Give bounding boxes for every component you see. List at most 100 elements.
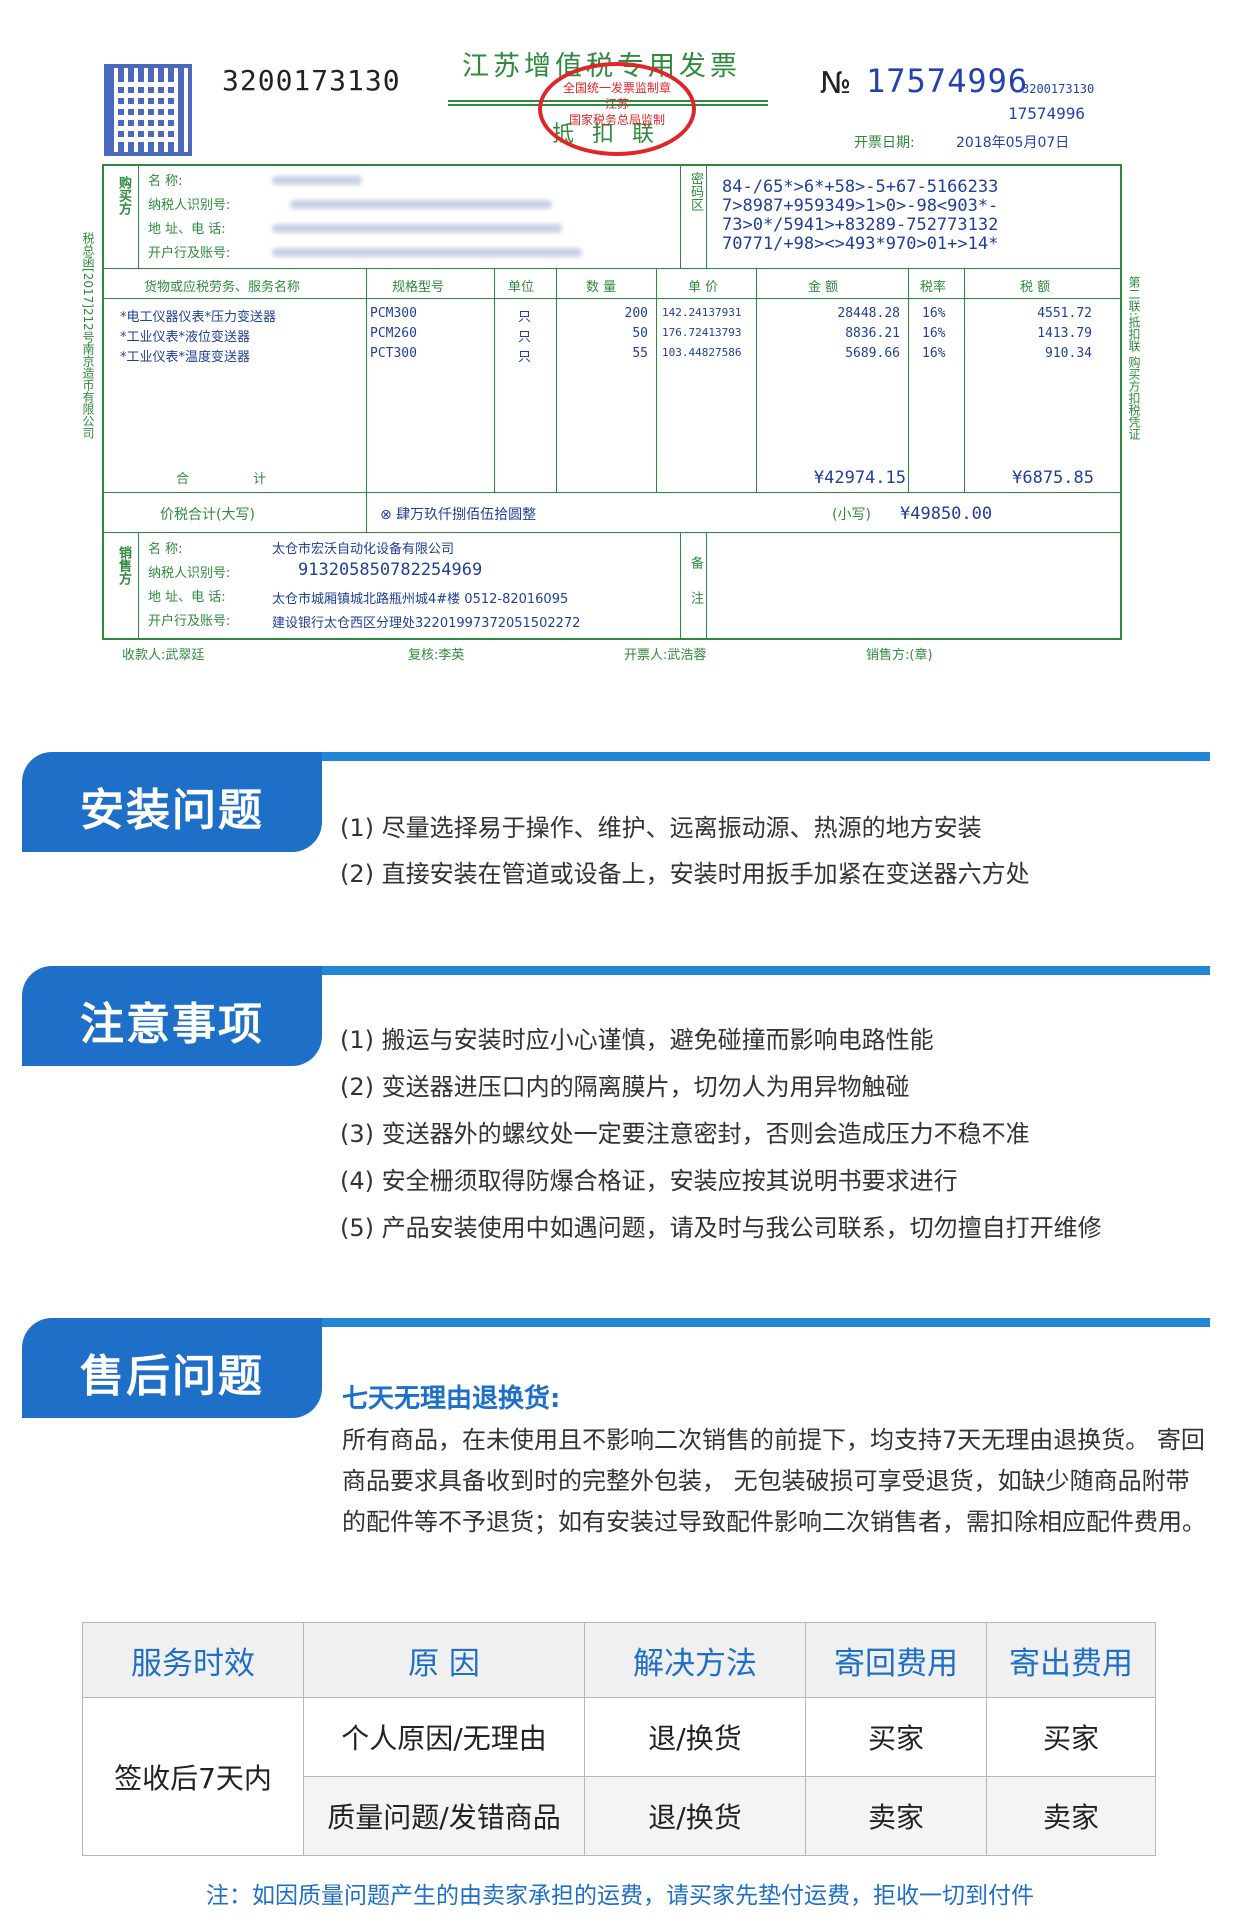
date-label: 开票日期:: [854, 135, 915, 151]
caution-item: (4) 安全栅须取得防爆合格证，安装应按其说明书要求进行: [340, 1167, 958, 1195]
grid-line: [908, 268, 909, 492]
item-unit: 只: [518, 350, 532, 365]
footer-note: 注：如因质量问题产生的由卖家承担的运费，请买家先垫付运费，拒收一切到付件: [206, 1883, 1034, 1909]
buyer-field-address: 地 址、电 话:: [148, 222, 226, 237]
invoice-code-small: 3200173130: [1022, 82, 1095, 96]
install-header-bar: [318, 752, 1210, 761]
seller-sign: 销售方:(章): [866, 648, 933, 663]
grid-line: [102, 532, 1122, 533]
grid-line: [366, 268, 367, 532]
aftersale-header-bar: [318, 1318, 1210, 1327]
cipher-area: 84-/65*>6*+58>-5+67-5166233 7>8987+95934…: [722, 177, 999, 254]
install-title: 安装问题: [80, 785, 264, 836]
caution-title: 注意事项: [80, 999, 264, 1050]
table-header-row: 服务时效 原 因 解决方法 寄回费用 寄出费用: [82, 1622, 1156, 1698]
aftersale-subtitle: 七天无理由退换货:: [342, 1384, 561, 1414]
payee: 收款人:武翠廷: [122, 648, 205, 663]
caution-header-bar: [318, 966, 1210, 975]
sum-label: 价税合计(大写): [160, 507, 255, 523]
cipher-label: 密码区: [688, 172, 703, 211]
date-value: 2018年05月07日: [956, 135, 1070, 151]
seller-field-taxid: 纳税人识别号:: [148, 566, 231, 581]
table-cell: 卖家: [986, 1776, 1156, 1856]
col-header-qty: 数 量: [586, 280, 617, 295]
service-table: 服务时效 原 因 解决方法 寄回费用 寄出费用 签收后7天内 个人原因/无理由 …: [82, 1622, 1156, 1856]
table-header-cell: 原 因: [303, 1622, 585, 1698]
table-header-cell: 寄出费用: [986, 1622, 1156, 1698]
table-cell: 卖家: [805, 1776, 987, 1856]
seller-field-address: 地 址、电 话:: [148, 590, 226, 605]
item-tax: 4551.72: [1037, 306, 1092, 321]
grid-line: [102, 268, 1122, 269]
grid-line: [556, 268, 557, 492]
grid-line: [756, 268, 757, 492]
item-rate: 16%: [922, 346, 946, 361]
invoice-number-small: 17574996: [1008, 104, 1086, 123]
qr-code-icon: [104, 64, 192, 156]
item-rate: 16%: [922, 326, 946, 341]
seller-field-bank: 开户行及账号:: [148, 614, 231, 629]
aftersale-title-tab: 售后问题: [22, 1318, 322, 1418]
left-side-text: 税总函[2017]212号南京造币有限公司: [81, 232, 95, 439]
grid-line: [964, 268, 965, 492]
invoice-number: 17574996: [866, 62, 1029, 100]
item-name: *工业仪表*温度变送器: [120, 350, 251, 365]
table-cell: 买家: [805, 1697, 987, 1777]
red-seal-stamp: 全国统一发票监制章 江苏 国家税务总局监制: [538, 62, 696, 156]
install-item: (2) 直接安装在管道或设备上，安装时用扳手加紧在变送器六方处: [340, 860, 1030, 888]
caution-item: (1) 搬运与安装时应小心谨慎，避免碰撞而影响电路性能: [340, 1026, 934, 1054]
item-tax: 910.34: [1045, 346, 1092, 361]
col-header-amount: 金 额: [808, 280, 839, 295]
item-price: 176.72413793: [662, 326, 742, 339]
caution-title-tab: 注意事项: [22, 966, 322, 1066]
item-qty: 50: [632, 326, 648, 341]
blurred-buyer-name: [272, 176, 362, 185]
seller-label: 销售方: [116, 546, 131, 585]
item-name: *工业仪表*液位变送器: [120, 330, 251, 345]
buyer-label: 购买方: [116, 176, 131, 215]
grid-line: [680, 164, 681, 268]
table-cell-period: 签收后7天内: [82, 1697, 304, 1856]
col-header-unit: 单位: [508, 280, 535, 295]
buyer-field-name: 名 称:: [148, 174, 183, 189]
item-tax: 1413.79: [1037, 326, 1092, 341]
sum-small: ¥49850.00: [900, 504, 993, 524]
table-cell: 质量问题/发错商品: [303, 1776, 585, 1856]
grid-line: [102, 492, 1122, 493]
total-amount: ¥42974.15: [813, 468, 906, 488]
col-header-price: 单 价: [688, 280, 719, 295]
caution-item: (3) 变送器外的螺纹处一定要注意密封，否则会造成压力不稳不准: [340, 1120, 1030, 1148]
item-amount: 8836.21: [845, 326, 900, 341]
aftersale-paragraph: 所有商品，在未使用且不影响二次销售的前提下，均支持7天无理由退换货。 寄回商品要…: [342, 1426, 1206, 1536]
sum-words: ⊗ 肆万玖仟捌佰伍拾圆整: [380, 507, 537, 523]
item-qty: 55: [632, 346, 648, 361]
total-tax: ¥6875.85: [1012, 468, 1094, 488]
seller-field-name: 名 称:: [148, 542, 183, 557]
install-title-tab: 安装问题: [22, 752, 322, 852]
invoice-image: 3200173130 江苏增值税专用发票 抵扣联 全国统一发票监制章 江苏 国家…: [0, 0, 1240, 690]
item-price: 103.44827586: [662, 346, 742, 359]
grid-line: [102, 298, 1122, 299]
item-qty: 200: [624, 306, 648, 321]
caution-item: (5) 产品安装使用中如遇问题，请及时与我公司联系，切勿擅自打开维修: [340, 1214, 1102, 1242]
number-mark: №: [820, 66, 852, 101]
total-label: 合 计: [176, 472, 297, 487]
remark-label: 备注: [688, 556, 703, 626]
item-unit: 只: [518, 310, 532, 325]
grid-line: [656, 268, 657, 492]
col-header-name: 货物或应税劳务、服务名称: [144, 280, 301, 295]
invoice-code: 3200173130: [222, 64, 401, 97]
table-cell: 买家: [986, 1697, 1156, 1777]
table-row: 质量问题/发错商品 退/换货 卖家 卖家: [83, 1776, 1156, 1856]
item-name: *电工仪器仪表*压力变送器: [120, 310, 277, 325]
table-header-cell: 寄回费用: [805, 1622, 987, 1698]
item-model: PCM260: [370, 326, 417, 341]
item-model: PCM300: [370, 306, 417, 321]
invoice-frame: [102, 164, 1122, 640]
blurred-buyer-bank: [272, 248, 582, 257]
seller-name: 太仓市宏沃自动化设备有限公司: [272, 542, 455, 557]
grid-line: [138, 164, 139, 268]
right-side-text: 第二联:抵扣联 购买方扣税凭证: [1127, 276, 1141, 440]
table-cell: 退/换货: [584, 1776, 806, 1856]
table-cell: 个人原因/无理由: [303, 1697, 585, 1777]
